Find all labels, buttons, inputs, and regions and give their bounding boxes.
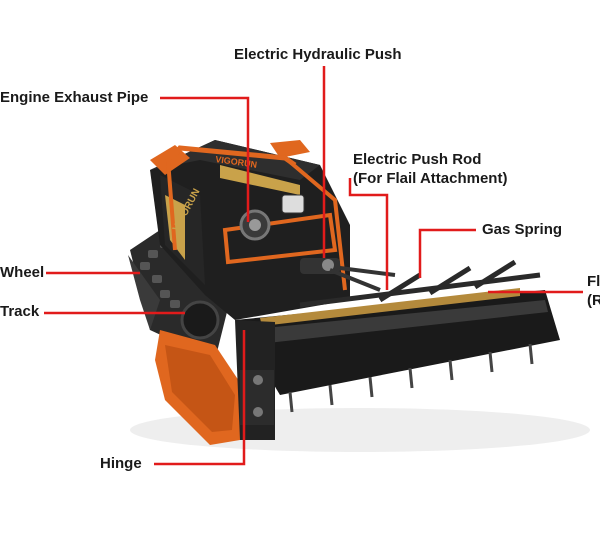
machine-body <box>150 140 350 320</box>
front-skid <box>155 330 245 445</box>
label-gas-spring: Gas Spring <box>482 221 563 238</box>
label-flail-line2: (R <box>587 292 600 309</box>
leader-hinge <box>154 330 246 466</box>
label-electric-hydraulic-push: Electric Hydraulic Push <box>234 46 402 63</box>
label-electric-push-rod-line1: Electric Push Rod <box>353 151 482 168</box>
leader-engine-exhaust-pipe <box>160 96 250 222</box>
leader-electric-push-rod <box>348 178 389 290</box>
label-engine-exhaust-pipe: Engine Exhaust Pipe <box>0 89 149 106</box>
leader-gas-spring <box>418 228 476 278</box>
label-flail-line1: Fl <box>587 273 600 290</box>
leader-lines <box>44 66 583 466</box>
label-track: Track <box>0 303 40 320</box>
label-electric-push-rod-line2: (For Flail Attachment) <box>353 170 508 187</box>
label-hinge: Hinge <box>100 455 142 472</box>
label-wheel: Wheel <box>0 264 45 281</box>
